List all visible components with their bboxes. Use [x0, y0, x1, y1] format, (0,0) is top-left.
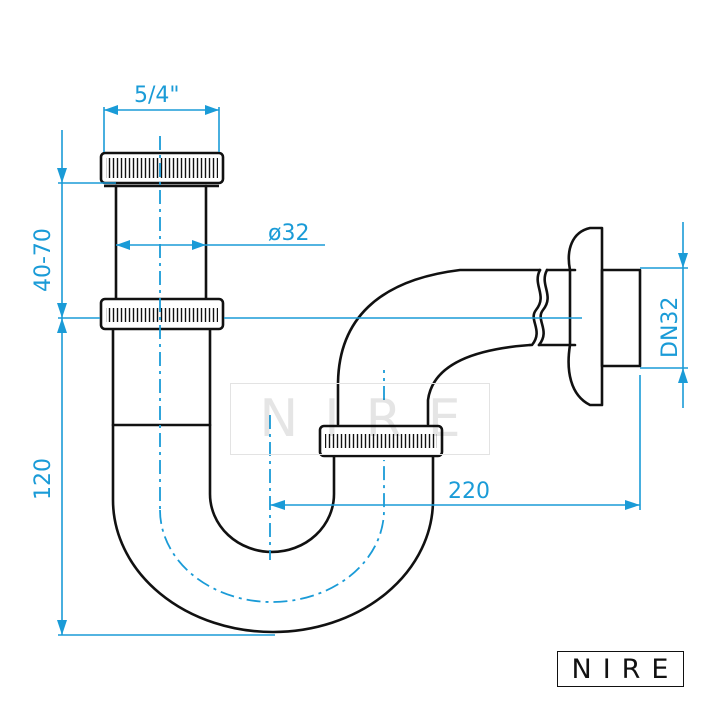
outlet-riser-inner [426, 343, 532, 426]
wall-sleeve [600, 268, 642, 368]
thread-size-label: 5/4" [134, 83, 180, 108]
center-lines [159, 136, 385, 603]
horizontal-length-label: 220 [448, 479, 490, 504]
outlet-nut [318, 424, 444, 458]
height-range-label: 40-70 [31, 228, 56, 292]
diameter-label: ø32 [268, 221, 309, 246]
u-bend-outer [111, 423, 435, 634]
slip-tube [111, 328, 212, 427]
brand-logo: NIRE [557, 651, 684, 687]
wall-rosette [567, 226, 604, 407]
u-bend-inner [208, 423, 336, 554]
wall-connection-label: DN32 [658, 297, 683, 358]
middle-nut [99, 297, 225, 331]
trap-height-label: 120 [31, 458, 56, 500]
siphon-body [111, 184, 642, 634]
top-nut [99, 151, 225, 188]
outlet-riser [336, 268, 542, 426]
dimension-arrows [57, 105, 688, 635]
break-mark [528, 268, 542, 347]
upper-tube [114, 184, 208, 300]
break-mark-2 [537, 268, 549, 347]
